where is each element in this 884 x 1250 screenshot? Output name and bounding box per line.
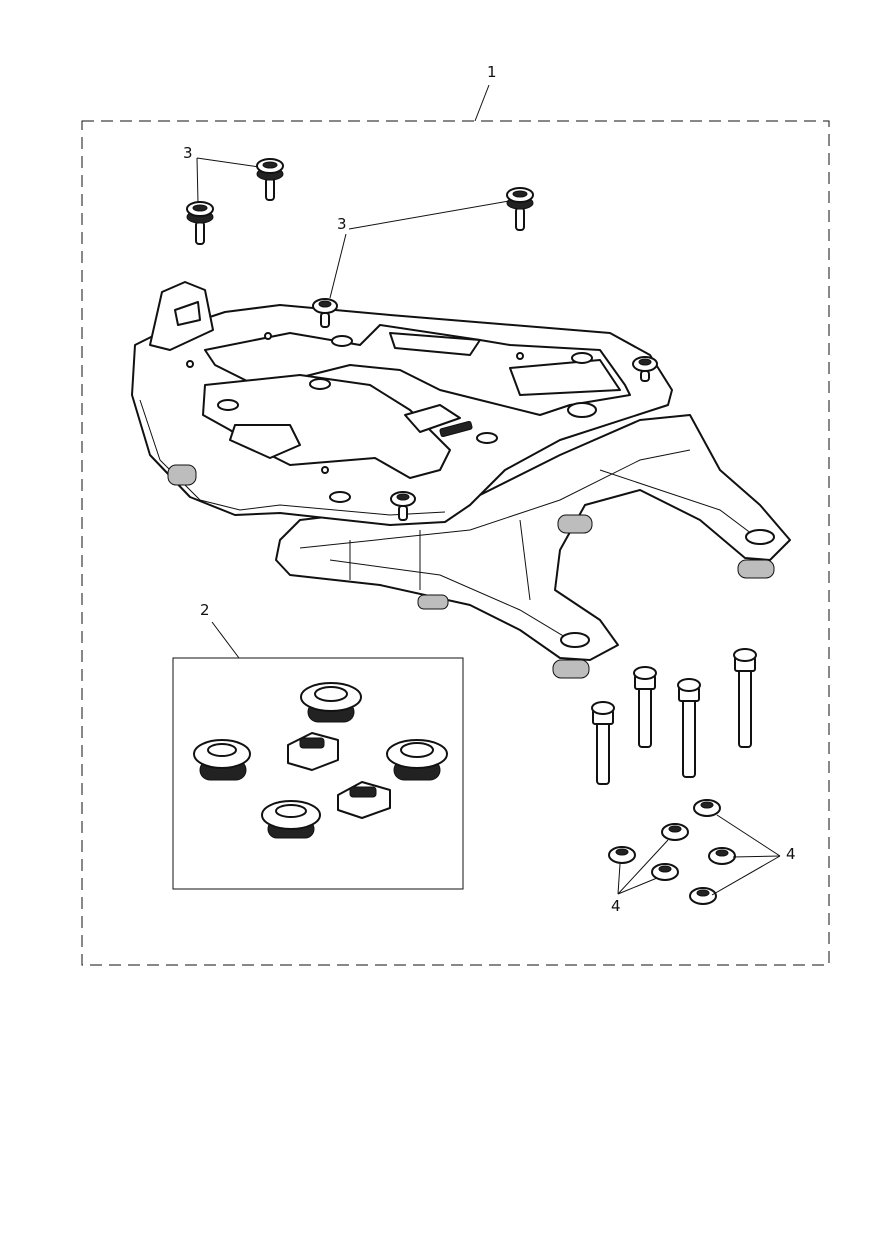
nut-3 — [608, 846, 636, 864]
leader-4-right-b — [732, 855, 781, 858]
bump-stop-1 — [256, 158, 284, 201]
clip-centre — [287, 732, 339, 771]
nut-1 — [693, 799, 721, 817]
leader-2 — [211, 621, 240, 659]
clip-lower — [337, 781, 391, 819]
callout-3-centre: 3 — [337, 215, 347, 233]
callout-3-left: 3 — [183, 144, 193, 162]
plate-bump-stop-1 — [312, 298, 338, 328]
callout-4-right: 4 — [786, 845, 796, 863]
leader-4-right-c — [711, 855, 781, 896]
plate-bump-stop-3 — [390, 491, 416, 521]
bolt-1 — [591, 701, 615, 785]
leader-4-left-b — [617, 839, 669, 895]
grommet-right — [386, 739, 448, 781]
leader-3-left-a — [196, 157, 267, 169]
leader-1 — [474, 84, 490, 122]
bolt-4 — [733, 648, 757, 748]
fitting-kit-box — [172, 657, 464, 890]
leader-4-left-a — [617, 863, 621, 895]
nut-2 — [661, 823, 689, 841]
nut-4 — [708, 847, 736, 865]
grommet-top — [300, 682, 362, 723]
mounting-frame — [275, 414, 791, 679]
bump-stop-2 — [186, 201, 214, 245]
leader-3-centre-b — [329, 233, 347, 299]
grommet-left — [193, 739, 251, 781]
callout-4-left: 4 — [611, 897, 621, 915]
kit-boundary — [81, 120, 830, 966]
leader-4-left-c — [617, 877, 658, 895]
bolt-2 — [633, 666, 657, 748]
bump-stop-3 — [506, 187, 534, 231]
leader-3-centre-a — [348, 199, 516, 230]
leader-3-left-b — [196, 157, 199, 204]
nut-6 — [689, 887, 717, 905]
callout-2: 2 — [200, 601, 210, 619]
grommet-bottom — [261, 800, 321, 839]
rack-plate — [131, 281, 673, 526]
callout-1: 1 — [487, 63, 497, 81]
bolt-3 — [677, 678, 701, 778]
plate-bump-stop-2 — [632, 356, 658, 382]
nut-5 — [651, 863, 679, 881]
leader-4-right-a — [716, 814, 781, 857]
